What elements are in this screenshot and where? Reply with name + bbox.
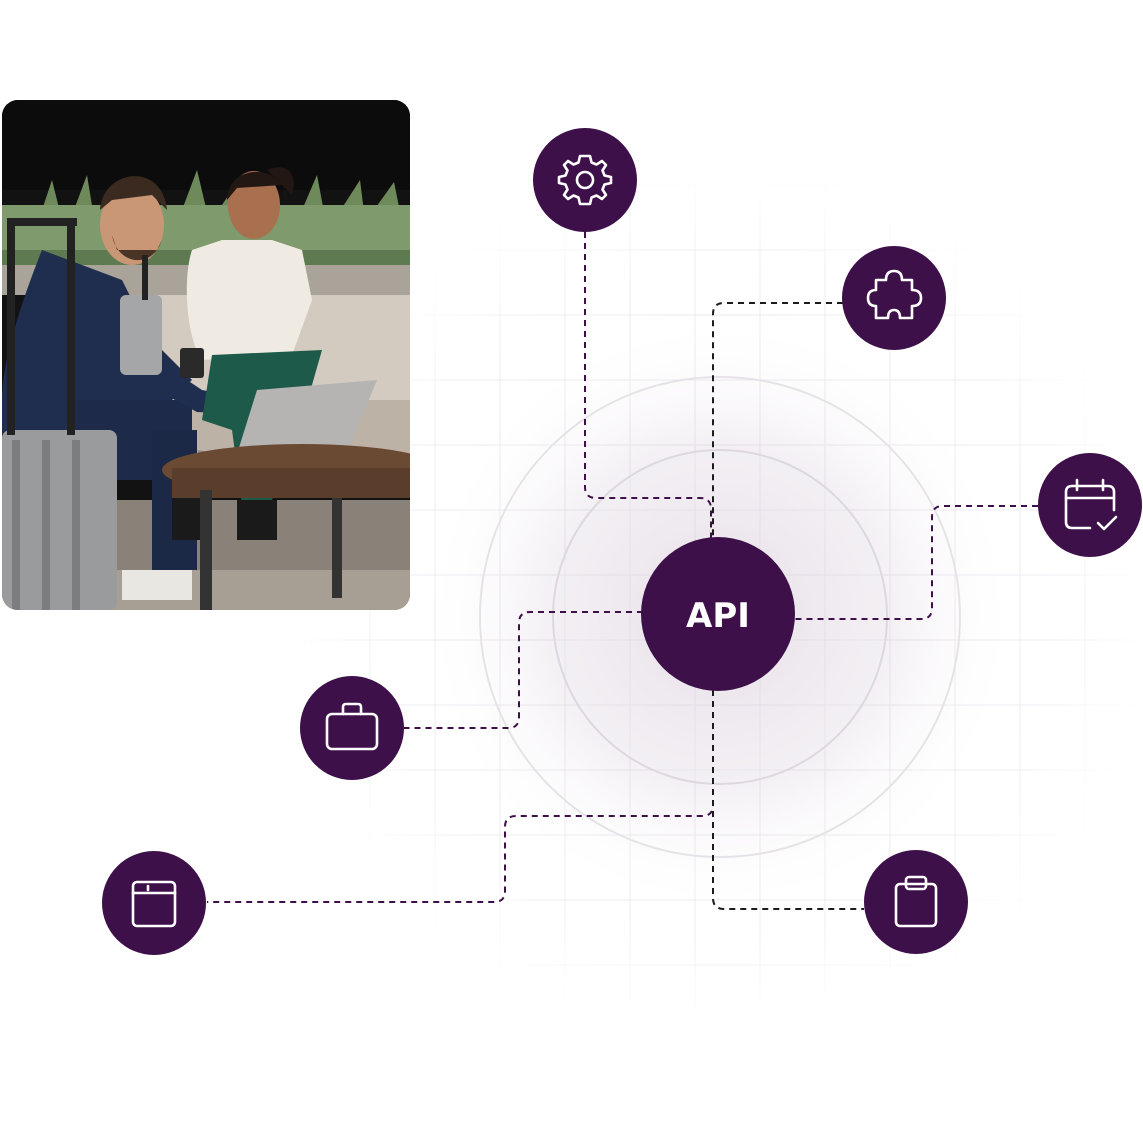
briefcase-icon: [325, 702, 379, 751]
api-hub[interactable]: API: [641, 537, 795, 691]
clipboard-icon: [894, 875, 938, 928]
connector-browser: [207, 690, 714, 903]
two-travellers-with-laptop-photo: [2, 100, 410, 610]
node-settings[interactable]: [533, 128, 637, 232]
connector-tasks: [712, 690, 864, 910]
node-tasks[interactable]: [864, 850, 968, 954]
connector-calendar: [795, 505, 1038, 620]
node-calendar[interactable]: [1038, 453, 1142, 557]
connector-travel: [404, 611, 643, 729]
api-hub-label: API: [686, 596, 750, 636]
puzzle-piece-icon: [866, 269, 923, 320]
browser-window-icon: [131, 880, 177, 928]
gear-icon: [557, 154, 613, 206]
calendar-check-icon: [1064, 478, 1118, 531]
connector-settings: [584, 232, 712, 545]
node-travel[interactable]: [300, 676, 404, 780]
hub-outer-ring: [479, 376, 961, 858]
node-integrations[interactable]: [842, 246, 946, 350]
node-browser[interactable]: [102, 851, 206, 955]
connector-integrations: [712, 302, 843, 545]
